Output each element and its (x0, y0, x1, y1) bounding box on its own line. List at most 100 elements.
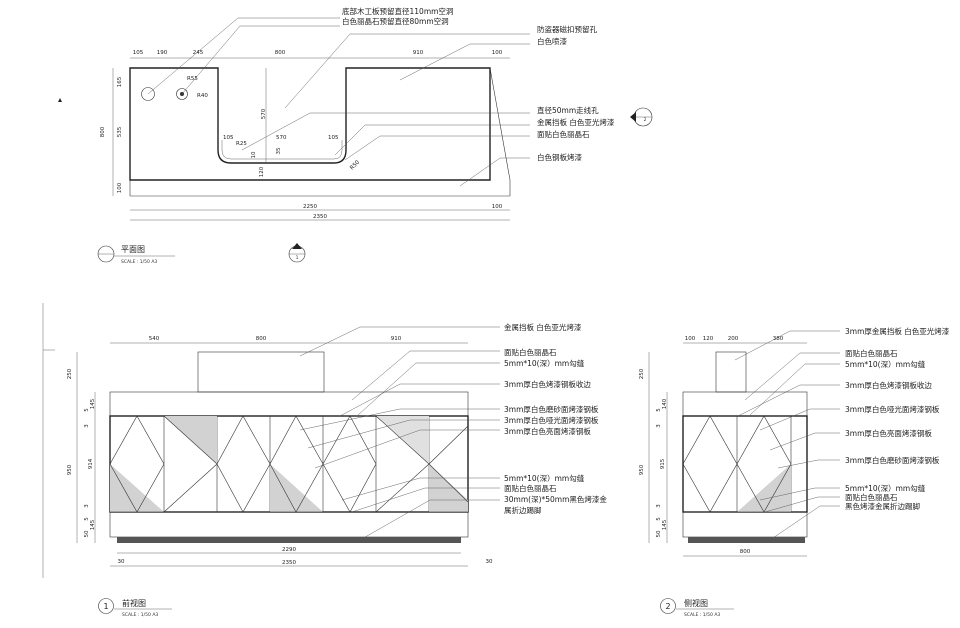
side-title-block: 2 侧视图 SCALE : 1/50 A3 (660, 598, 734, 618)
front-leader-1 (299, 326, 500, 357)
side-leader-1 (734, 330, 840, 361)
front-dim-2290: 2290 (282, 547, 296, 553)
front-note-7: 3mm厚白色亮面烤漆钢板 (504, 426, 591, 436)
side-leader-9 (764, 496, 840, 513)
plan-note-7: 面贴白色丽晶石 (537, 129, 590, 139)
plan-dim-105: 105 (133, 50, 144, 56)
front-dim-30-left: 30 (118, 559, 125, 565)
front-dim-914: 914 (88, 458, 94, 469)
plan-note-8: 白色钢板烤漆 (537, 152, 582, 162)
front-kick (117, 537, 461, 543)
plan-scale: SCALE : 1/50 A3 (121, 259, 157, 265)
front-dim-800: 800 (256, 336, 267, 342)
side-note-2: 面贴白色丽晶石 (845, 348, 898, 358)
front-screen (197, 351, 325, 393)
front-note-9: 面贴白色丽晶石 (504, 483, 557, 493)
front-dim-250: 250 (67, 368, 73, 379)
side-note-5: 3mm厚白色哑光面烤漆钢板 (845, 404, 940, 414)
plan-note-5: 直径50mm走线孔 (537, 105, 599, 115)
side-dim-800: 800 (740, 549, 751, 555)
front-dim-145-top: 145 (90, 398, 96, 409)
plan-title: 平面图 (121, 245, 145, 254)
plan-dim-2350: 2350 (313, 214, 327, 220)
side-note-1: 3mm厚金属挡板 白色亚光烤漆 (845, 326, 950, 336)
plan-view: 105 190 245 800 910 100 165 535 100 800 … (58, 6, 653, 265)
plan-dim-570-v: 570 (261, 108, 267, 119)
side-note-6: 3mm厚白色亮面烤漆钢板 (845, 428, 932, 438)
front-dim-3-bottom: 3 (84, 504, 90, 508)
side-note-7: 3mm厚白色磨砂面烤漆钢板 (845, 455, 940, 465)
plan-dim-r55: R55 (187, 76, 198, 82)
front-leader-8 (341, 477, 500, 501)
side-note-10: 黑色烤漆金属折边踢脚 (845, 501, 920, 511)
plan-hole-110 (141, 87, 155, 101)
front-dim-5-top: 5 (84, 408, 90, 412)
plan-leader-2 (181, 25, 340, 95)
front-note-11: 属折边踢脚 (504, 505, 542, 515)
section-marker-bottom: 1 (288, 243, 306, 263)
plan-dim-100: 100 (492, 50, 503, 56)
plan-title-block: 平面图 SCALE : 1/50 A3 (97, 245, 175, 265)
front-title-block: 1 前视图 SCALE : 1/50 A3 (98, 598, 172, 618)
plan-note-4: 白色喷漆 (537, 36, 567, 46)
front-note-10: 30mm(深)*50mm黑色烤漆金 (504, 494, 607, 504)
side-dim-200: 200 (728, 336, 739, 342)
section-marker-right: 2 (630, 107, 653, 127)
side-dim-5-top: 5 (656, 408, 662, 412)
plan-leader-3 (284, 33, 530, 109)
plan-note-3: 防盗器磁扣预留孔 (537, 24, 597, 34)
side-dim-120: 120 (703, 336, 714, 342)
side-leader-8 (759, 487, 840, 501)
front-leader-10 (359, 499, 500, 541)
side-dim-3-bottom: 3 (656, 504, 662, 508)
front-leader-9 (351, 487, 500, 513)
plan-leader-5 (241, 112, 530, 151)
front-dim-5-bottom: 5 (84, 517, 90, 521)
plan-note-2: 白色丽晶石预留直径80mm空洞 (342, 16, 449, 26)
side-dim-140-top: 140 (662, 398, 668, 409)
front-elevation: 540 800 910 250 5 145 3 950 914 3 5 145 … (42, 303, 607, 618)
plan-leader-1 (147, 17, 340, 95)
front-leader-2 (351, 350, 500, 401)
front-dim-145-bottom: 145 (90, 519, 96, 530)
plan-note-6: 金属挡板 白色亚光烤漆 (537, 117, 615, 127)
side-note-3: 5mm*10(深）mm勾缝 (845, 359, 926, 369)
plan-dim-535: 535 (117, 126, 123, 137)
plan-dim-105-b: 105 (328, 135, 339, 141)
side-dim-5-bottom: 5 (656, 517, 662, 521)
front-note-8: 5mm*10(深）mm勾缝 (504, 473, 585, 483)
front-title-number: 1 (103, 602, 108, 611)
front-dim-540: 540 (149, 336, 160, 342)
side-dim-50: 50 (656, 530, 662, 537)
front-note-4: 3mm厚白色烤漆钢板收边 (504, 379, 591, 389)
side-dim-380: 380 (773, 336, 784, 342)
side-kick (688, 537, 805, 543)
plan-dim-35: 35 (276, 147, 282, 154)
side-leader-7 (777, 459, 840, 469)
plan-dim-800-left: 800 (100, 126, 106, 137)
plan-dim-120: 120 (259, 166, 265, 177)
plan-dim-r50: R50 (349, 159, 361, 171)
side-note-4: 3mm厚白色烤漆钢板收边 (845, 380, 932, 390)
side-leader-3 (749, 363, 840, 416)
side-leader-10 (769, 505, 840, 541)
front-leader-3 (357, 362, 500, 416)
plan-dim-100-bottom: 100 (492, 204, 503, 210)
front-leader-7 (314, 429, 500, 469)
side-dim-250: 250 (639, 368, 645, 379)
front-dim-2350: 2350 (282, 560, 296, 566)
plan-dim-r25: R25 (236, 141, 247, 147)
side-dim-100-a: 100 (685, 336, 696, 342)
front-scale: SCALE : 1/50 A3 (122, 612, 158, 618)
front-note-1: 金属挡板 白色亚光烤漆 (504, 322, 582, 332)
side-dim-3-top: 3 (656, 424, 662, 428)
front-dim-950: 950 (67, 464, 73, 475)
front-leader-4 (339, 383, 500, 417)
plan-leader-8 (459, 157, 530, 187)
section-marker-right-label: 2 (644, 117, 647, 123)
front-dim-50: 50 (84, 530, 90, 537)
front-panel-group (109, 415, 469, 513)
plan-outline (129, 67, 491, 181)
